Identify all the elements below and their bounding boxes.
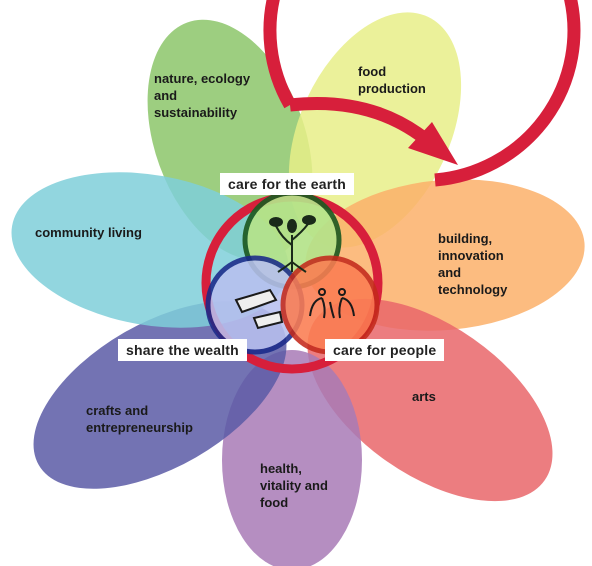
label-care-for-people: care for people [325, 339, 445, 361]
label-crafts: crafts and entrepreneurship [86, 403, 193, 435]
people-icon [309, 288, 355, 319]
label-food: food production [358, 64, 426, 96]
arrowhead-icon [408, 122, 458, 165]
label-health: health, vitality and food [260, 461, 328, 510]
cake-slice-icon [234, 288, 284, 330]
tree-icon [269, 215, 316, 273]
label-share-the-wealth: share the wealth [118, 339, 247, 361]
cycle-arrow-ring [263, 0, 581, 187]
label-arts: arts [412, 389, 436, 404]
label-nature: nature, ecology and sustainability [154, 71, 251, 120]
label-community: community living [35, 225, 142, 240]
label-care-for-the-earth: care for the earth [220, 173, 354, 195]
label-building: building, innovation and technology [438, 231, 508, 297]
